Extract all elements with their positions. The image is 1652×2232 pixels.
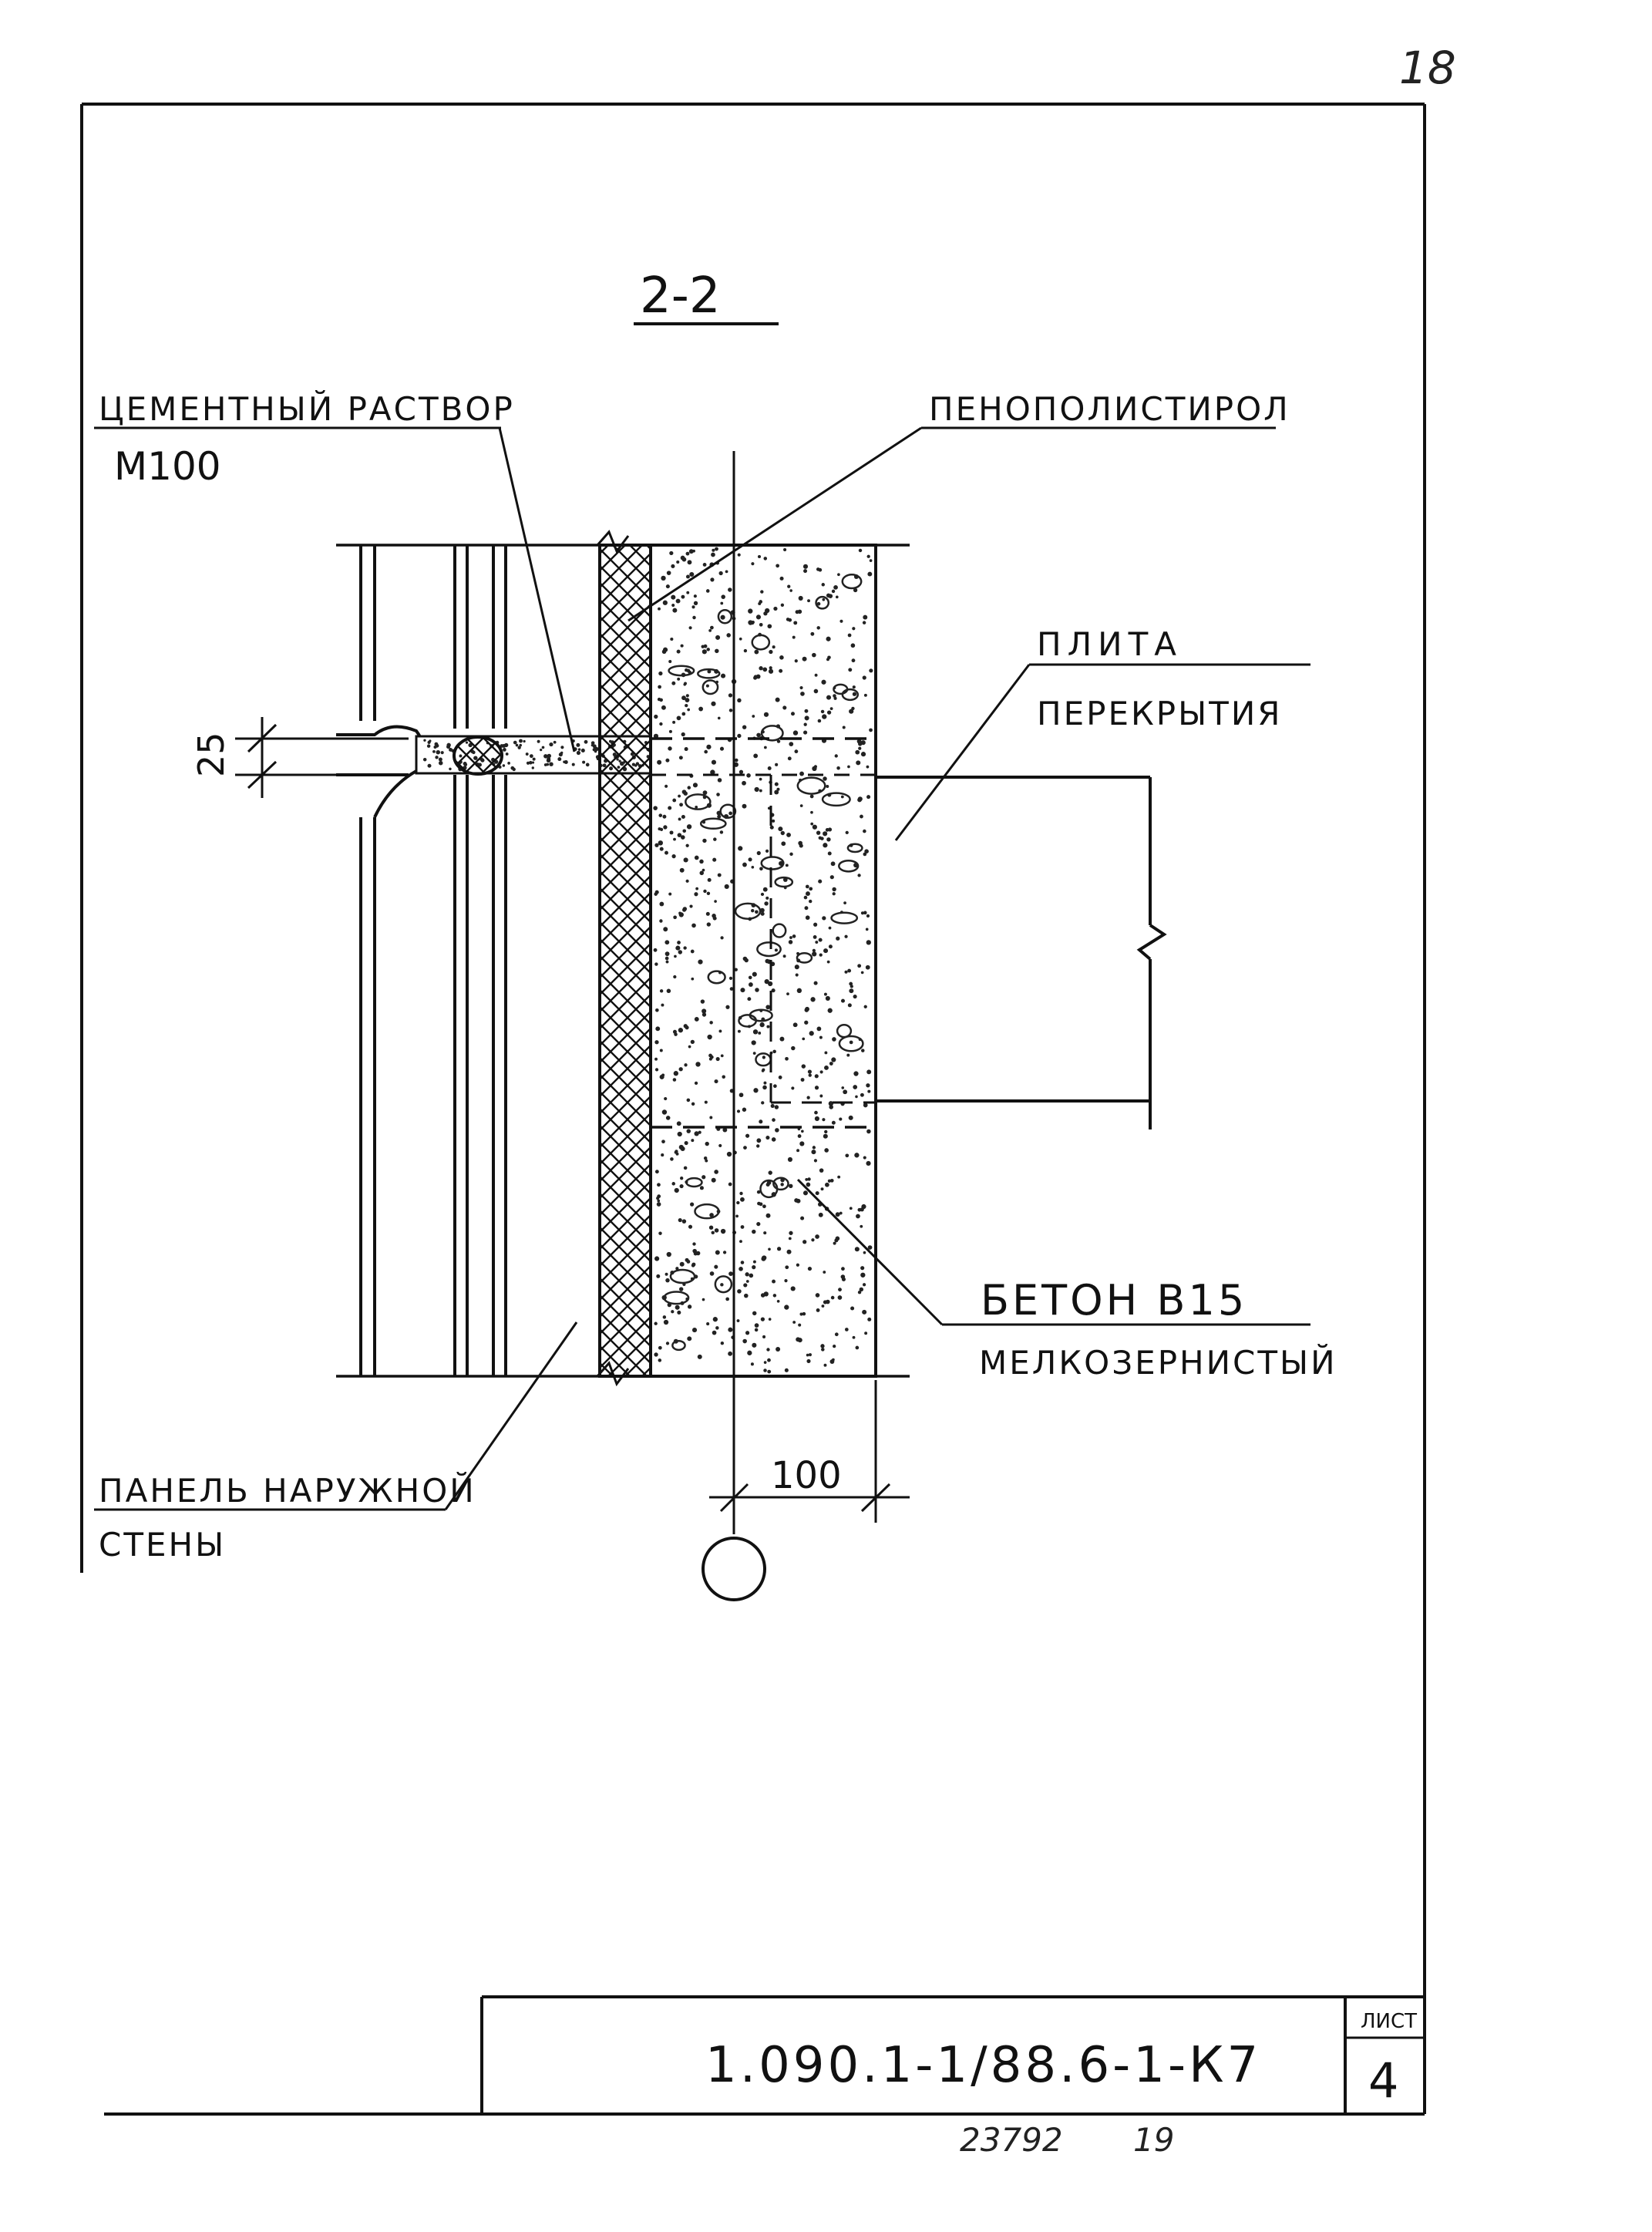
dimension-100-label: 100	[771, 1454, 842, 1497]
drawing-frame	[80, 103, 1426, 2116]
wall-panel-label-line1: ПАНЕЛЬ НАРУЖНОЙ	[99, 1471, 476, 1510]
label-cement-mortar: ЦЕМЕНТНЫЙ РАСТВОР М100	[94, 389, 576, 752]
foam-insulation	[598, 544, 652, 1378]
floor-slab	[651, 737, 1167, 1129]
dimension-100: 100	[709, 1380, 910, 1523]
title-block: 1.090.1-1/88.6-1-К7 ЛИСТ 4	[480, 1995, 1425, 2114]
slab-label-line2: ПЕРЕКРЫТИЯ	[1037, 695, 1282, 732]
archive-number: 23792	[960, 2121, 1063, 2159]
break-mark-bottom	[596, 1361, 630, 1387]
break-mark-top	[596, 530, 630, 554]
label-wall-panel: ПАНЕЛЬ НАРУЖНОЙ СТЕНЫ	[94, 1321, 578, 1564]
concrete-label-line2: МЕЛКОЗЕРНИСТЫЙ	[979, 1343, 1337, 1382]
slab-label-line1: ПЛИТА	[1037, 625, 1183, 663]
axis-marker-circle	[702, 1537, 766, 1601]
label-concrete: БЕТОН В15 МЕЛКОЗЕРНИСТЫЙ	[796, 1178, 1337, 1382]
dimension-25-label: 25	[190, 732, 232, 777]
document-code: 1.090.1-1/88.6-1-К7	[705, 2037, 1261, 2094]
label-foam: ПЕНОПОЛИСТИРОЛ	[627, 390, 1290, 622]
sealant-cord	[453, 736, 503, 776]
dimension-25: 25	[190, 717, 409, 798]
section-label: 2-2	[640, 268, 721, 325]
cement-mortar-label-line2: М100	[114, 444, 221, 489]
concrete-label-line1: БЕТОН В15	[981, 1276, 1247, 1325]
wall-panel-label-line2: СТЕНЫ	[99, 1526, 226, 1564]
cement-mortar-label-line1: ЦЕМЕНТНЫЙ РАСТВОР	[99, 389, 515, 428]
sheet-number: 4	[1368, 2052, 1398, 2109]
label-slab: ПЛИТА ПЕРЕКРЫТИЯ	[894, 625, 1310, 841]
sheet-label: ЛИСТ	[1361, 2010, 1417, 2033]
page-number: 18	[1399, 42, 1456, 94]
concrete-wall	[649, 544, 877, 1378]
archive-page: 19	[1133, 2121, 1174, 2159]
foam-label: ПЕНОПОЛИСТИРОЛ	[929, 390, 1290, 428]
axis-line	[702, 451, 766, 1601]
